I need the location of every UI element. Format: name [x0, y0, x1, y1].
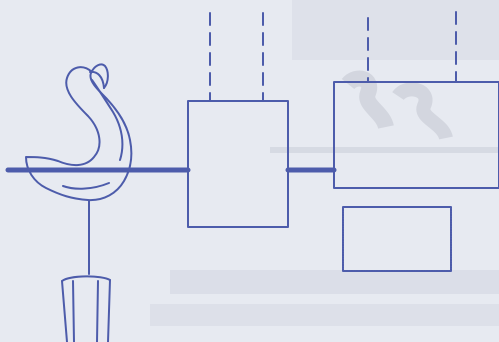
- right-small-block: [343, 207, 451, 271]
- print-through-band-2: [150, 304, 499, 326]
- print-through-top: [292, 0, 499, 60]
- center-block: [188, 101, 288, 227]
- print-through-letterform-1: [348, 78, 386, 127]
- print-through-band-1: [170, 270, 499, 294]
- swan-icon: [26, 64, 131, 342]
- print-through-letterform-2: [398, 89, 446, 138]
- right-large-block: [334, 82, 499, 188]
- print-through-layer: [150, 0, 499, 326]
